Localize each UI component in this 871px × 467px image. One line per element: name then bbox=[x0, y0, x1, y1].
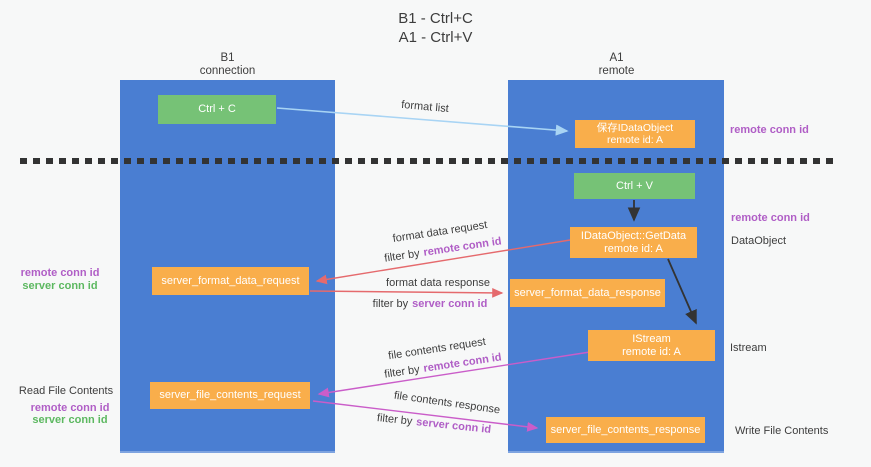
istream-side-label: Istream bbox=[730, 342, 767, 354]
format-data-response-label: format data response bbox=[386, 277, 490, 289]
file-contents-response-label: file contents response bbox=[393, 389, 501, 417]
ctrl-v-box: Ctrl + V bbox=[574, 173, 695, 199]
arrow-format-data-response bbox=[309, 287, 504, 298]
ctrl-v-label: Ctrl + V bbox=[616, 179, 653, 192]
server-format-data-request-box: server_format_data_request bbox=[152, 267, 309, 295]
server-file-contents-request-label: server_file_contents_request bbox=[159, 389, 301, 401]
filter-by-text: filter by bbox=[383, 247, 421, 265]
server-format-data-response-label: server_format_data_response bbox=[514, 286, 661, 299]
getdata-line2: remote id: A bbox=[604, 242, 663, 255]
lane-right-role: remote bbox=[598, 65, 635, 77]
filter-by-text: filter by bbox=[376, 412, 413, 428]
format-list-label: format list bbox=[400, 98, 450, 116]
remote-conn-id-left-bottom: remote conn id bbox=[30, 402, 110, 414]
ctrl-c-box: Ctrl + C bbox=[158, 95, 276, 124]
lane-header-right: A1 remote bbox=[559, 52, 674, 78]
lane-left-name: B1 bbox=[220, 52, 235, 64]
server-conn-id-left-bottom: server conn id bbox=[32, 414, 108, 426]
filter-by-text: filter by bbox=[383, 363, 421, 381]
remote-conn-id-left-top: remote conn id bbox=[20, 267, 100, 279]
dashed-separator bbox=[20, 158, 838, 164]
getdata-box: IDataObject::GetData remote id: A bbox=[570, 227, 697, 258]
server-file-contents-request-box: server_file_contents_request bbox=[150, 382, 310, 409]
ctrl-c-label: Ctrl + C bbox=[198, 103, 236, 115]
title-line-1: B1 - Ctrl+C bbox=[398, 10, 473, 27]
server-format-data-request-label: server_format_data_request bbox=[161, 274, 300, 287]
server-file-contents-response-label: server_file_contents_response bbox=[550, 423, 701, 436]
read-file-contents-label: Read File Contents bbox=[18, 385, 114, 397]
istream-line2: remote id: A bbox=[622, 345, 681, 358]
diagram-title: B1 - Ctrl+C A1 - Ctrl+V bbox=[0, 9, 871, 47]
write-file-contents-label: Write File Contents bbox=[735, 425, 829, 437]
server-conn-id-text: server conn id bbox=[415, 416, 492, 436]
server-conn-id-text: server conn id bbox=[412, 298, 488, 310]
server-format-data-response-box: server_format_data_response bbox=[510, 279, 665, 307]
lane-header-left: B1 connection bbox=[170, 52, 285, 78]
istream-box: IStream remote id: A bbox=[588, 330, 715, 361]
server-file-contents-response-box: server_file_contents_response bbox=[546, 417, 705, 443]
save-dataobject-line1: 保存IDataObject bbox=[596, 122, 674, 134]
filter-by-text: filter by bbox=[372, 298, 409, 310]
server-conn-id-left-top: server conn id bbox=[22, 280, 98, 292]
lane-left-role: connection bbox=[199, 65, 256, 77]
remote-conn-id-right-top: remote conn id bbox=[730, 124, 809, 136]
remote-conn-id-right-mid: remote conn id bbox=[731, 212, 810, 224]
save-dataobject-box: 保存IDataObject remote id: A bbox=[575, 120, 695, 148]
istream-line1: IStream bbox=[632, 332, 671, 345]
lane-right-name: A1 bbox=[609, 52, 624, 64]
dataobject-label: DataObject bbox=[731, 235, 787, 247]
title-line-2: A1 - Ctrl+V bbox=[398, 29, 473, 46]
getdata-line1: IDataObject::GetData bbox=[580, 229, 687, 242]
save-dataobject-line2: remote id: A bbox=[606, 134, 664, 146]
